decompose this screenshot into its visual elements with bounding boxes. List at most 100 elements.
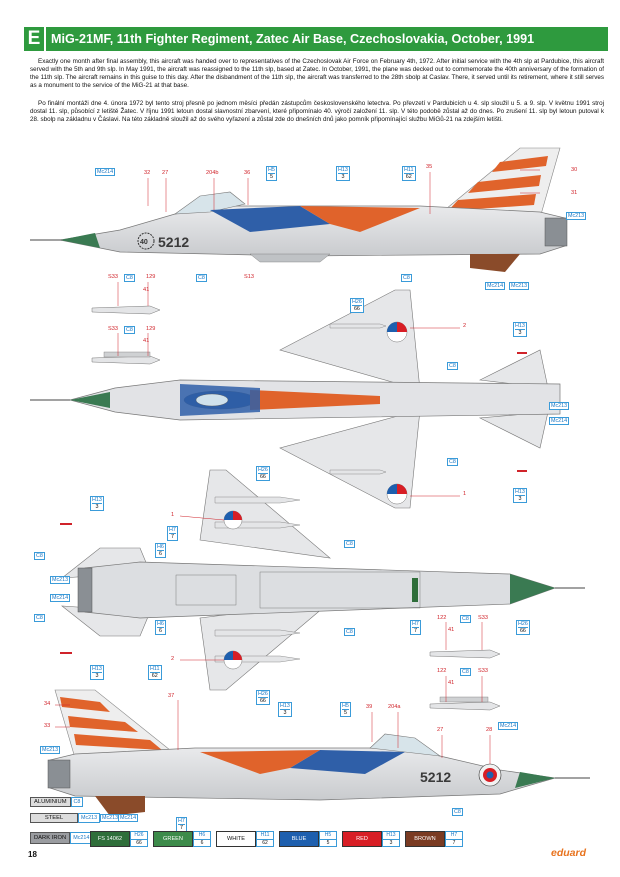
description-czech: Po finální montáži dne 4. února 1972 byl… [30, 100, 604, 123]
tag-c8: C8 [344, 628, 355, 636]
tag-mc214: Mc214 [549, 417, 570, 425]
paint-swatch-color: WHITE [216, 831, 256, 847]
page-number: 18 [28, 850, 37, 859]
profile-header: E MiG-21MF, 11th Fighter Regiment, Zatec… [24, 27, 608, 51]
legend-aluminium: ALUMINIUM C8 [30, 797, 84, 807]
callout-s33: S33 [108, 326, 118, 332]
tag-c8: C8 [452, 808, 463, 816]
tag-mc214: Mc214 [50, 594, 71, 602]
profile-letter: E [24, 27, 46, 51]
callout-122: 122 [437, 615, 447, 621]
callout-32: 32 [144, 170, 151, 176]
tag-mc214: Mc214 [485, 282, 506, 290]
callout-27: 27 [437, 727, 444, 733]
serial-left: 5212 [158, 234, 189, 250]
paint-swatch-color: BROWN [405, 831, 445, 847]
callout-s33: S33 [478, 668, 488, 674]
callout-129: 129 [146, 326, 156, 332]
serial-right: 5212 [420, 769, 451, 785]
callout-s33: S33 [108, 274, 118, 280]
callout-34: 34 [44, 701, 51, 707]
tag-c8: C8 [344, 540, 355, 548]
callout-27: 27 [162, 170, 169, 176]
badge-40-left: 40 [140, 239, 148, 246]
callout-33: 33 [44, 723, 51, 729]
profile-title: MiG-21MF, 11th Fighter Regiment, Zatec A… [51, 32, 535, 46]
tag-c8: C8 [34, 552, 45, 560]
callout-1: 1 [463, 491, 467, 497]
paint-swatch-color: BLUE [279, 831, 319, 847]
tag-c8: C8 [447, 458, 458, 466]
callout-41: 41 [143, 287, 150, 293]
tag-c8: C8 [460, 615, 471, 623]
tag-c8: C8 [196, 274, 207, 282]
paint-swatch-color: RED [342, 831, 382, 847]
callout-41: 41 [448, 680, 455, 686]
callout-30: 30 [571, 167, 578, 173]
callout-129: 129 [146, 274, 156, 280]
callout-204a: 204a [388, 704, 401, 710]
tag-mc213: Mc213 [549, 402, 570, 410]
paint-swatch-color: GREEN [153, 831, 193, 847]
callout-s33: S33 [478, 615, 488, 621]
tag-c8: C8 [124, 326, 135, 334]
callout-35: 35 [426, 164, 433, 170]
tag-mc214: Mc214 [498, 722, 519, 730]
callout-41: 41 [448, 627, 455, 633]
tag-c8: C8 [401, 274, 412, 282]
tag-c8: C8 [34, 614, 45, 622]
legend-dark-iron: DARK IRON Mc214 [30, 832, 93, 844]
description-english: Exactly one month after final assembly, … [30, 58, 604, 89]
callout-28: 28 [486, 727, 493, 733]
paint-swatch-color: FS 14062 [90, 831, 130, 847]
callout-41: 41 [143, 338, 150, 344]
callout-1: 1 [171, 512, 175, 518]
tag-mc213: Mc213 [566, 212, 587, 220]
callout-31: 31 [571, 190, 578, 196]
callout-2: 2 [171, 656, 175, 662]
callout-36: 36 [244, 170, 251, 176]
tag-c8: C8 [447, 362, 458, 370]
callout-39: 39 [366, 704, 373, 710]
callout-s13: S13 [244, 274, 254, 280]
tag-mc213: Mc213 [50, 576, 71, 584]
tag-mc214: Mc214 [118, 814, 139, 822]
callout-37: 37 [168, 693, 175, 699]
callout-122: 122 [437, 668, 447, 674]
tag-c8: C8 [460, 668, 471, 676]
callout-204b: 204b [206, 170, 219, 176]
tag-mc213: Mc213 [40, 746, 61, 754]
legend-steel: STEEL Mc213 [30, 813, 101, 823]
